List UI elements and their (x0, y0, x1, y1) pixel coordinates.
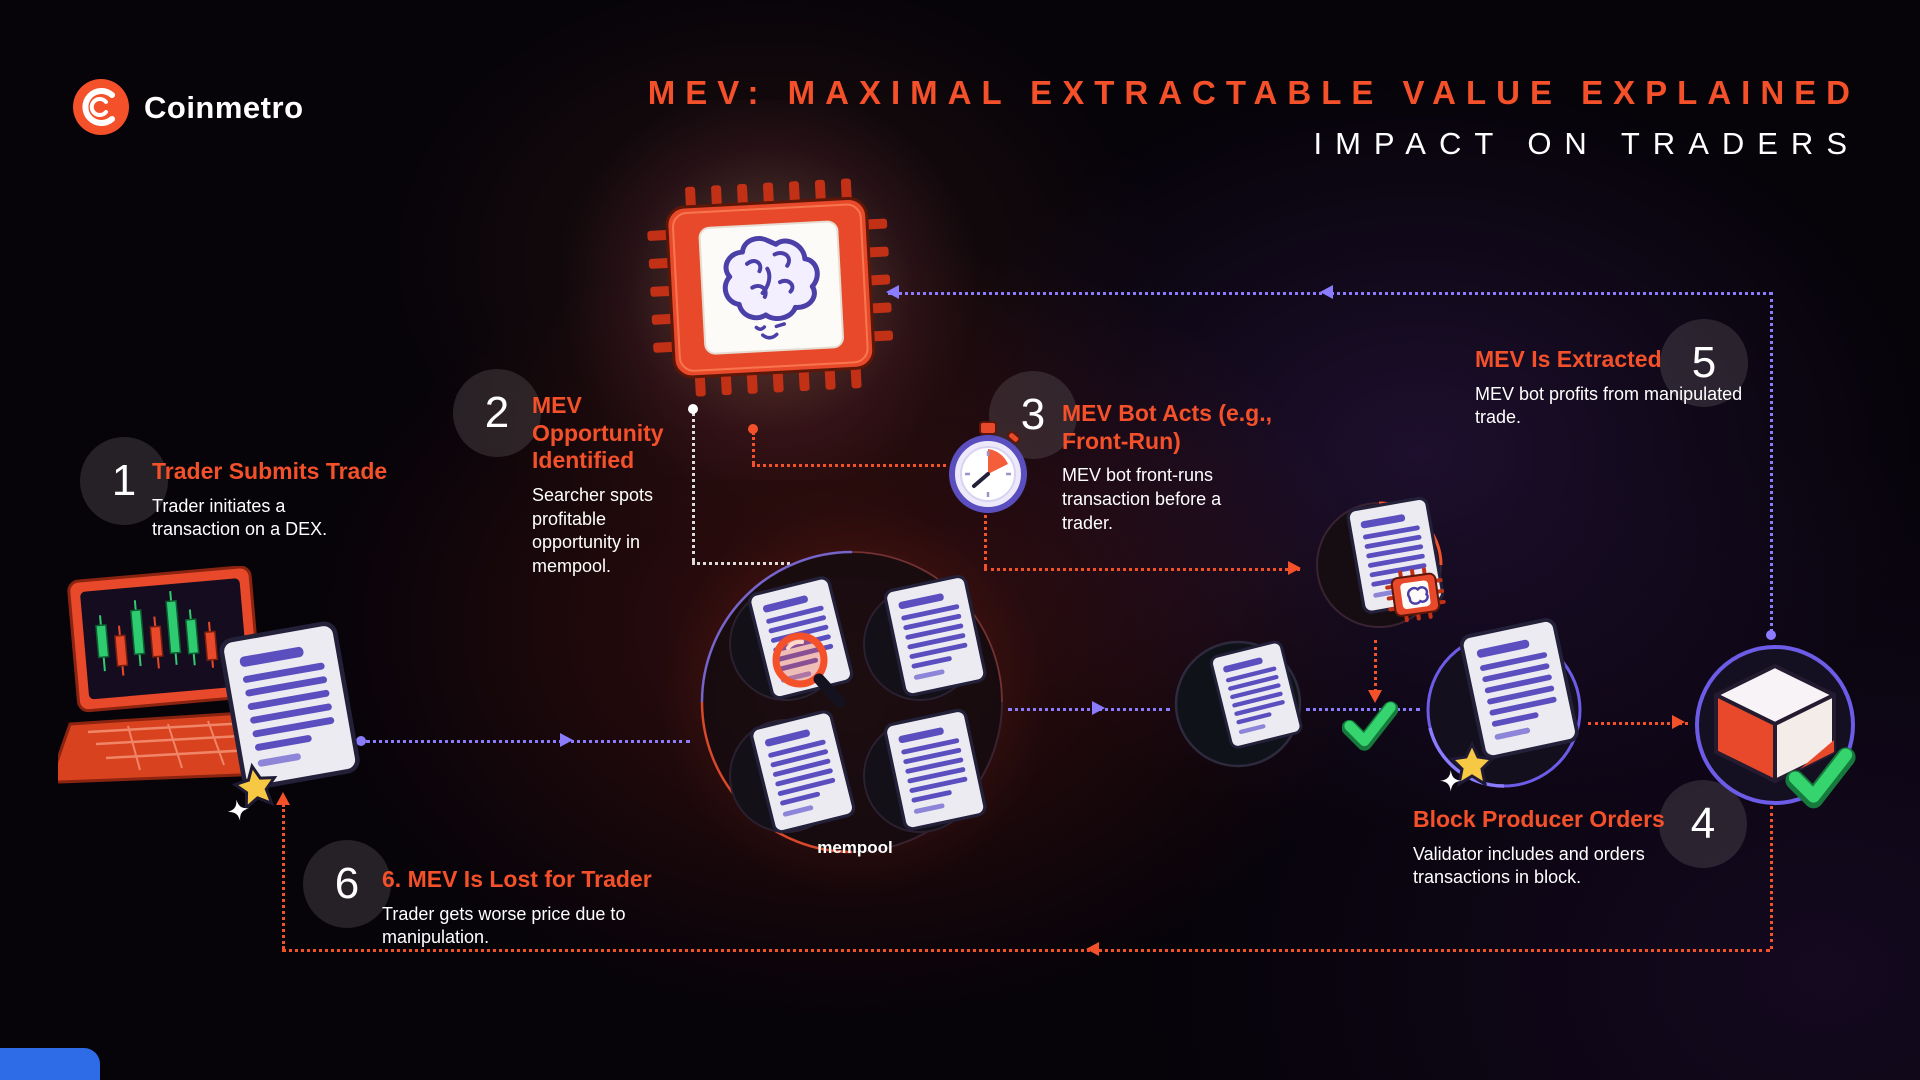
mev-bot-transaction-illustration (1316, 495, 1446, 628)
step-3-text: MEV Bot Acts (e.g., Front-Run) MEV bot f… (1062, 400, 1274, 535)
step-6-title: 6. MEV Is Lost for Trader (382, 866, 652, 892)
step-number: 4 (1690, 799, 1716, 848)
step-5-badge: 5 (1660, 319, 1748, 407)
page-subtitle: IMPACT ON TRADERS (1313, 126, 1860, 161)
trader-laptop-illustration (58, 566, 388, 823)
connector-blockdoc-to-block (1588, 722, 1688, 725)
arrowhead-bot-mevdoc (1288, 561, 1301, 575)
step-number: 6 (334, 859, 360, 908)
header-titles: MEV: MAXIMAL EXTRACTABLE VALUE EXPLAINED… (648, 74, 1860, 162)
step-6-badge: 6 (303, 840, 391, 928)
step-6-text: 6. MEV Is Lost for Trader Trader gets wo… (382, 866, 682, 950)
arrowhead-mempool-tx (1092, 701, 1105, 715)
laptop-screen (67, 566, 262, 713)
step-number: 5 (1691, 338, 1717, 387)
connector-dot-block-top (1766, 630, 1776, 640)
arrowhead-blockdoc-block (1672, 715, 1685, 729)
step-3-description: MEV bot front-runs transaction before a … (1062, 465, 1222, 533)
connector-lost-h (282, 949, 1770, 952)
connector-bot-to-mevdoc (984, 568, 1300, 571)
arrowhead-trader-mempool (560, 733, 573, 747)
step-6-description: Trader gets worse price due to manipulat… (382, 903, 626, 948)
arrowhead-extract-mid (1320, 285, 1333, 299)
candlestick-chart (95, 591, 219, 676)
step-5-title: MEV Is Extracted (1475, 346, 1662, 372)
step-5-text: MEV Is Extracted MEV bot profits from ma… (1475, 346, 1785, 430)
step-4-text: Block Producer Orders Validator includes… (1413, 806, 1698, 890)
connector-mevdoc-down (1374, 640, 1377, 698)
sparkle-icon (1440, 770, 1462, 792)
step-2-badge: 2 (453, 369, 541, 457)
coinmetro-logo-icon (73, 79, 129, 135)
ordered-transaction-illustration (1426, 618, 1582, 792)
mempool-label: mempool (817, 838, 893, 857)
connector-dot-chip (688, 404, 698, 414)
step-number: 2 (484, 388, 510, 437)
brand-name: Coinmetro (144, 90, 304, 125)
validation-check-icon (1342, 700, 1398, 752)
brain-icon (722, 235, 820, 340)
connector-chip-bot-v (752, 432, 755, 464)
step-4-badge: 4 (1659, 780, 1747, 868)
step-1-text: Trader Submits Trade Trader initiates a … (152, 458, 422, 542)
step-3-title: MEV Bot Acts (e.g., Front-Run) (1062, 400, 1272, 454)
pending-transaction-illustration (1174, 639, 1304, 768)
chip-pins (647, 178, 894, 397)
mempool-illustration (700, 550, 1003, 854)
step-2-description: Searcher spots profitable opportunity in… (532, 484, 654, 577)
step-number: 1 (111, 456, 137, 505)
step-number: 3 (1020, 390, 1046, 439)
magnifier-icon (772, 632, 846, 708)
page-title: MEV: MAXIMAL EXTRACTABLE VALUE EXPLAINED (647, 74, 1860, 111)
stopwatch-icon (949, 421, 1027, 513)
mev-bot-chip-illustration (647, 178, 894, 397)
mini-chip-icon (1385, 567, 1446, 623)
connector-chip-bot-h (752, 464, 946, 467)
step-5-description: MEV bot profits from manipulated trade. (1475, 383, 1743, 428)
connector-bot-down (984, 508, 987, 568)
step-2-text: MEV Opportunity Identified Searcher spot… (532, 392, 690, 579)
step-4-title: Block Producer Orders (1413, 806, 1665, 832)
connector-chip-down (692, 412, 695, 562)
cube-icon (1714, 664, 1836, 783)
step-1-title: Trader Submits Trade (152, 458, 388, 484)
step-2-title: MEV Opportunity Identified (532, 392, 664, 474)
connector-dot-chip-right (748, 424, 758, 434)
decorative-corner (0, 1048, 100, 1080)
arrowhead-mevdoc-down (1368, 690, 1382, 703)
step-1-description: Trader initiates a transaction on a DEX. (152, 495, 328, 540)
connector-lost-v-left (282, 804, 285, 949)
connector-extract-v (1770, 292, 1773, 632)
connector-dot-trader (356, 736, 366, 746)
arrowhead-lost-mid (1086, 942, 1099, 956)
connector-tx-to-blockdoc (1306, 708, 1420, 711)
connector-lost-v-right (1770, 806, 1773, 949)
step-4-description: Validator includes and orders transactio… (1413, 843, 1645, 888)
connector-mempool-to-tx (1008, 708, 1170, 711)
connector-trader-to-mempool (366, 740, 690, 743)
step-1-badge: 1 (80, 437, 168, 525)
block-illustration (1695, 645, 1866, 816)
connector-chip-to-mempool (692, 562, 790, 565)
arrowhead-lost-up (276, 792, 290, 805)
arrowhead-extract-chip (886, 285, 899, 299)
